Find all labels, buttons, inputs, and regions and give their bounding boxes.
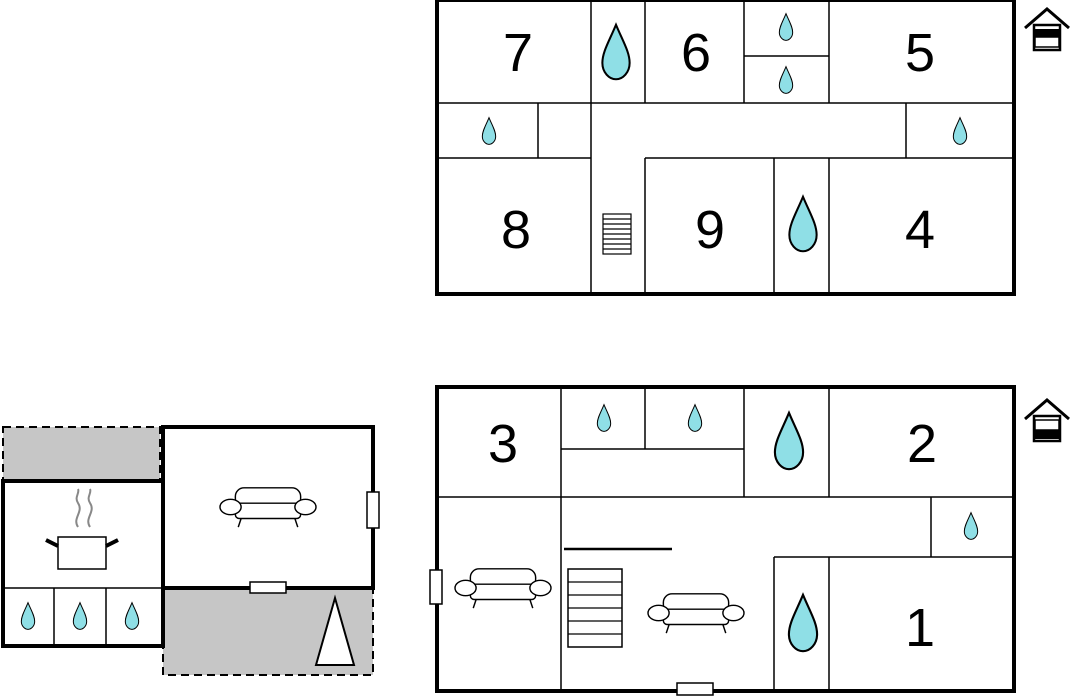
- water-drop-icon: [787, 593, 819, 653]
- water-drop-icon: [788, 195, 818, 253]
- water-drop-icon: [596, 404, 612, 432]
- cooking-pot-icon: [45, 488, 119, 570]
- sofa-icon: [647, 593, 745, 634]
- house-ground-floor-icon: [1023, 398, 1071, 443]
- room-number: 4: [905, 200, 935, 260]
- door-icon: [676, 682, 714, 696]
- room-number: 2: [907, 414, 937, 474]
- room-number: 5: [905, 23, 935, 83]
- water-drop-icon: [20, 602, 36, 630]
- ground-floor-plan: 3 2 1: [429, 385, 1071, 696]
- annex-kitchen: [1, 479, 165, 648]
- room-number: 3: [488, 414, 518, 474]
- room-number: 8: [501, 200, 531, 260]
- stairs-icon: [567, 568, 623, 648]
- water-drop-icon: [481, 117, 497, 145]
- stairs-icon: [602, 213, 632, 255]
- upper-floor-plan: 7 6 5 8 9 4: [435, 0, 1071, 296]
- water-drop-icon: [687, 404, 703, 432]
- water-drop-icon: [952, 117, 968, 145]
- sofa-icon: [454, 568, 552, 609]
- annex-plan: [1, 425, 380, 676]
- door-icon: [366, 491, 380, 529]
- house-upper-floor-icon: [1023, 7, 1071, 52]
- water-drop-icon: [778, 13, 794, 41]
- ground-floor-outline: [435, 385, 1016, 693]
- water-drop-icon: [963, 512, 979, 540]
- upper-floor-outline: [435, 0, 1016, 296]
- room-number: 7: [503, 23, 533, 83]
- water-drop-icon: [778, 66, 794, 94]
- water-drop-icon: [601, 23, 631, 81]
- tent-icon: [314, 594, 356, 666]
- room-number: 6: [681, 23, 711, 83]
- terrace-area: [2, 426, 161, 482]
- water-drop-icon: [72, 602, 88, 630]
- door-icon: [249, 581, 287, 594]
- water-drop-icon: [773, 411, 805, 471]
- room-number: 1: [905, 598, 935, 658]
- water-drop-icon: [124, 602, 140, 630]
- door-icon: [429, 569, 443, 605]
- sofa-icon: [219, 487, 317, 528]
- room-number: 9: [695, 200, 725, 260]
